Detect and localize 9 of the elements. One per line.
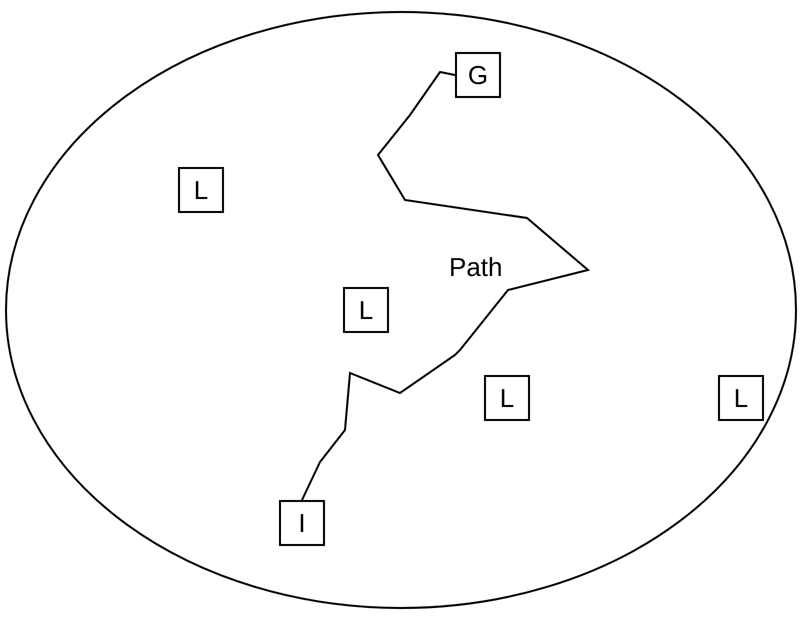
letter-box: L <box>178 167 224 213</box>
ellipse-region <box>4 10 798 610</box>
letter-box: G <box>455 52 501 98</box>
path-line <box>301 70 590 500</box>
letter-box: I <box>279 500 325 546</box>
letter-box: L <box>484 375 530 421</box>
edge-label: Path <box>449 254 502 280</box>
letter-box: L <box>343 287 389 333</box>
letter-box: L <box>718 375 764 421</box>
